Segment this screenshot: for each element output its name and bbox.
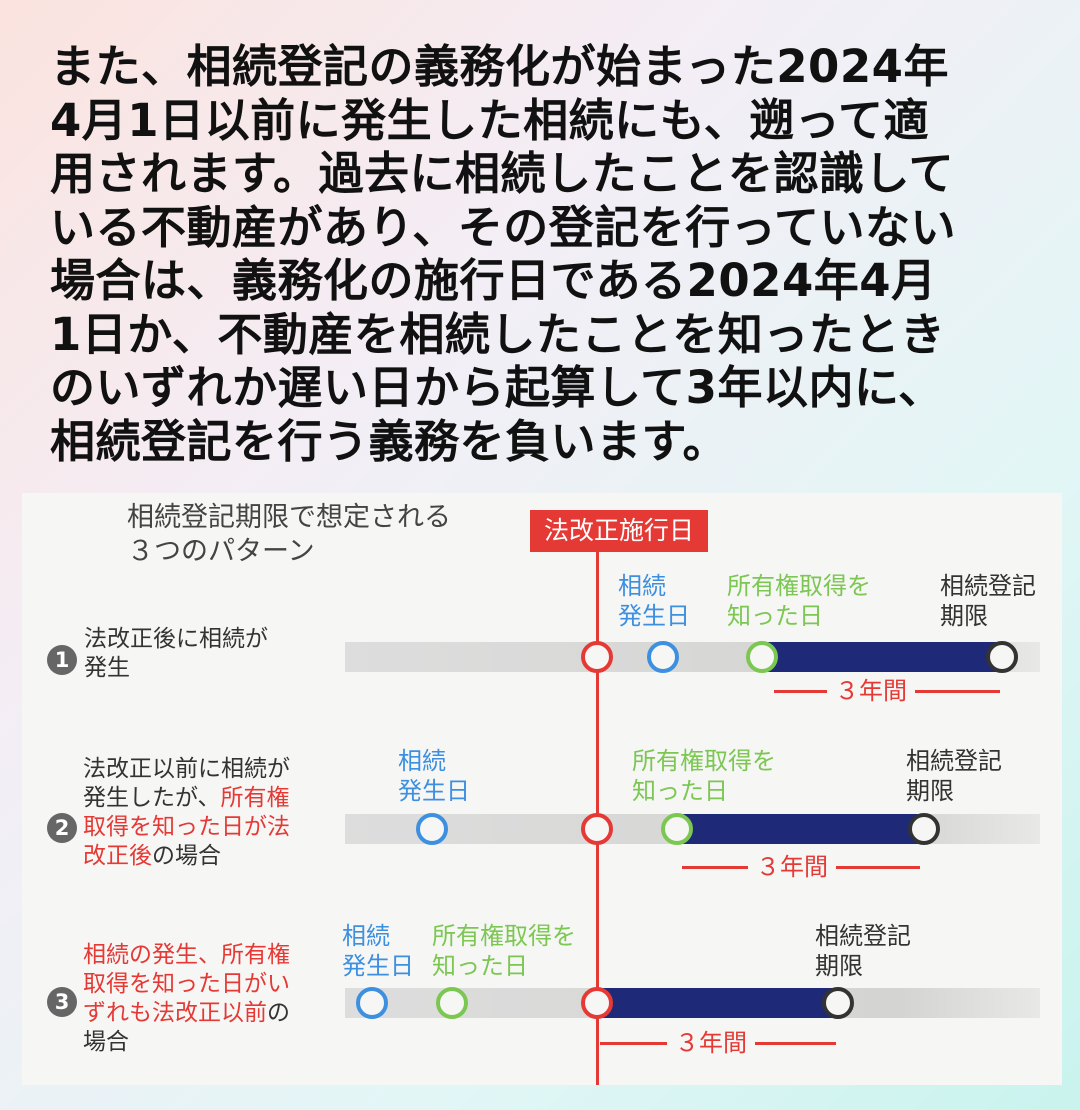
period-label-1: ３年間 — [827, 676, 915, 706]
l: 期限 — [815, 952, 863, 980]
l: 所有権取得を — [632, 747, 776, 775]
l: 発生日 — [342, 952, 414, 980]
l: 知った日 — [432, 952, 528, 980]
acquire-marker — [746, 641, 778, 673]
law-date-label: 法改正施行日 — [530, 510, 708, 552]
t: 取得を知った日がい — [83, 971, 290, 997]
period-bar-3 — [597, 988, 840, 1018]
t: 場合 — [83, 1029, 129, 1055]
desc-line: 法改正後に相続が — [84, 626, 268, 652]
intro-line: 用されます。過去に相続したことを認識して — [50, 147, 955, 200]
deadline-marker — [822, 987, 854, 1019]
pattern-1-desc: 法改正後に相続が 発生 — [84, 625, 268, 683]
t: 相続の発生、所有権 — [83, 942, 290, 968]
t: 所有権 — [220, 785, 290, 811]
l: 相続登記 — [906, 747, 1002, 775]
l: 期限 — [940, 602, 988, 630]
title-line: ３つのパターン — [127, 536, 315, 567]
intro-line: 相続登記を行う義務を負います。 — [50, 414, 729, 468]
inherit-marker — [416, 813, 448, 845]
l: 相続 — [398, 747, 446, 775]
inherit-label-2: 相続発生日 — [398, 746, 470, 806]
t: 発生したが、 — [83, 785, 221, 811]
acquire-label-1: 所有権取得を知った日 — [727, 571, 871, 631]
deadline-label-3: 相続登記期限 — [815, 921, 911, 981]
l: 相続 — [618, 572, 666, 600]
period-bar-1 — [762, 642, 1002, 672]
t: 取得を知った日が法 — [83, 814, 290, 840]
intro-text: また、相続登記の義務化が始まった2024年 4月1日以前に発生した相続にも、遡っ… — [50, 40, 1050, 468]
intro-line: 場合は、義務化の施行日である2024年4月 — [50, 254, 937, 307]
t: の場合 — [152, 843, 221, 869]
pattern-number-2: 2 — [47, 813, 77, 843]
l: 相続 — [342, 922, 390, 950]
period-label-2: ３年間 — [748, 852, 836, 882]
l: 所有権取得を — [727, 572, 871, 600]
law-date-marker — [581, 987, 613, 1019]
intro-line: のいずれか遅い日から起算して3年以内に、 — [50, 361, 944, 414]
t: の — [267, 1000, 290, 1026]
diagram-title: 相続登記期限で想定される ３つのパターン — [127, 501, 451, 569]
period-label-3: ３年間 — [667, 1028, 755, 1058]
pattern-number-1: 1 — [47, 645, 77, 675]
pattern-3-desc: 相続の発生、所有権 取得を知った日がい ずれも法改正以前の 場合 — [83, 941, 290, 1057]
acquire-marker — [436, 987, 468, 1019]
inherit-label-3: 相続発生日 — [342, 921, 414, 981]
intro-line: 1日か、不動産を相続したことを知ったとき — [50, 307, 946, 361]
l: 相続登記 — [940, 572, 1036, 600]
l: 期限 — [906, 777, 954, 805]
l: 発生日 — [618, 602, 690, 630]
l: 知った日 — [632, 777, 728, 805]
intro-line: 4月1日以前に発生した相続にも、遡って適 — [50, 93, 930, 147]
l: 相続登記 — [815, 922, 911, 950]
deadline-label-1: 相続登記期限 — [940, 571, 1036, 631]
inherit-marker — [647, 641, 679, 673]
desc-line: 発生 — [84, 655, 130, 681]
t: ずれも法改正以前 — [83, 1000, 267, 1026]
acquire-marker — [661, 813, 693, 845]
pattern-number-3: 3 — [47, 987, 77, 1017]
pattern-diagram: 相続登記期限で想定される ３つのパターン 法改正施行日 1 法改正後に相続が 発… — [22, 493, 1062, 1085]
inherit-marker — [356, 987, 388, 1019]
deadline-marker — [986, 641, 1018, 673]
title-line: 相続登記期限で想定される — [127, 502, 451, 533]
law-date-marker — [581, 641, 613, 673]
deadline-marker — [908, 813, 940, 845]
inherit-label-1: 相続発生日 — [618, 571, 690, 631]
period-bar-2 — [677, 814, 925, 844]
acquire-label-2: 所有権取得を知った日 — [632, 746, 776, 806]
acquire-label-3: 所有権取得を知った日 — [432, 921, 576, 981]
law-date-marker — [581, 813, 613, 845]
deadline-label-2: 相続登記期限 — [906, 746, 1002, 806]
t: 改正後 — [83, 843, 152, 869]
l: 知った日 — [727, 602, 823, 630]
t: 法改正以前に相続が — [83, 756, 290, 782]
intro-line: いる不動産があり、その登記を行っていない — [50, 200, 956, 254]
l: 所有権取得を — [432, 922, 576, 950]
l: 発生日 — [398, 777, 470, 805]
pattern-2-desc: 法改正以前に相続が 発生したが、所有権 取得を知った日が法 改正後の場合 — [83, 755, 290, 871]
intro-line: また、相続登記の義務化が始まった2024年 — [50, 40, 949, 93]
